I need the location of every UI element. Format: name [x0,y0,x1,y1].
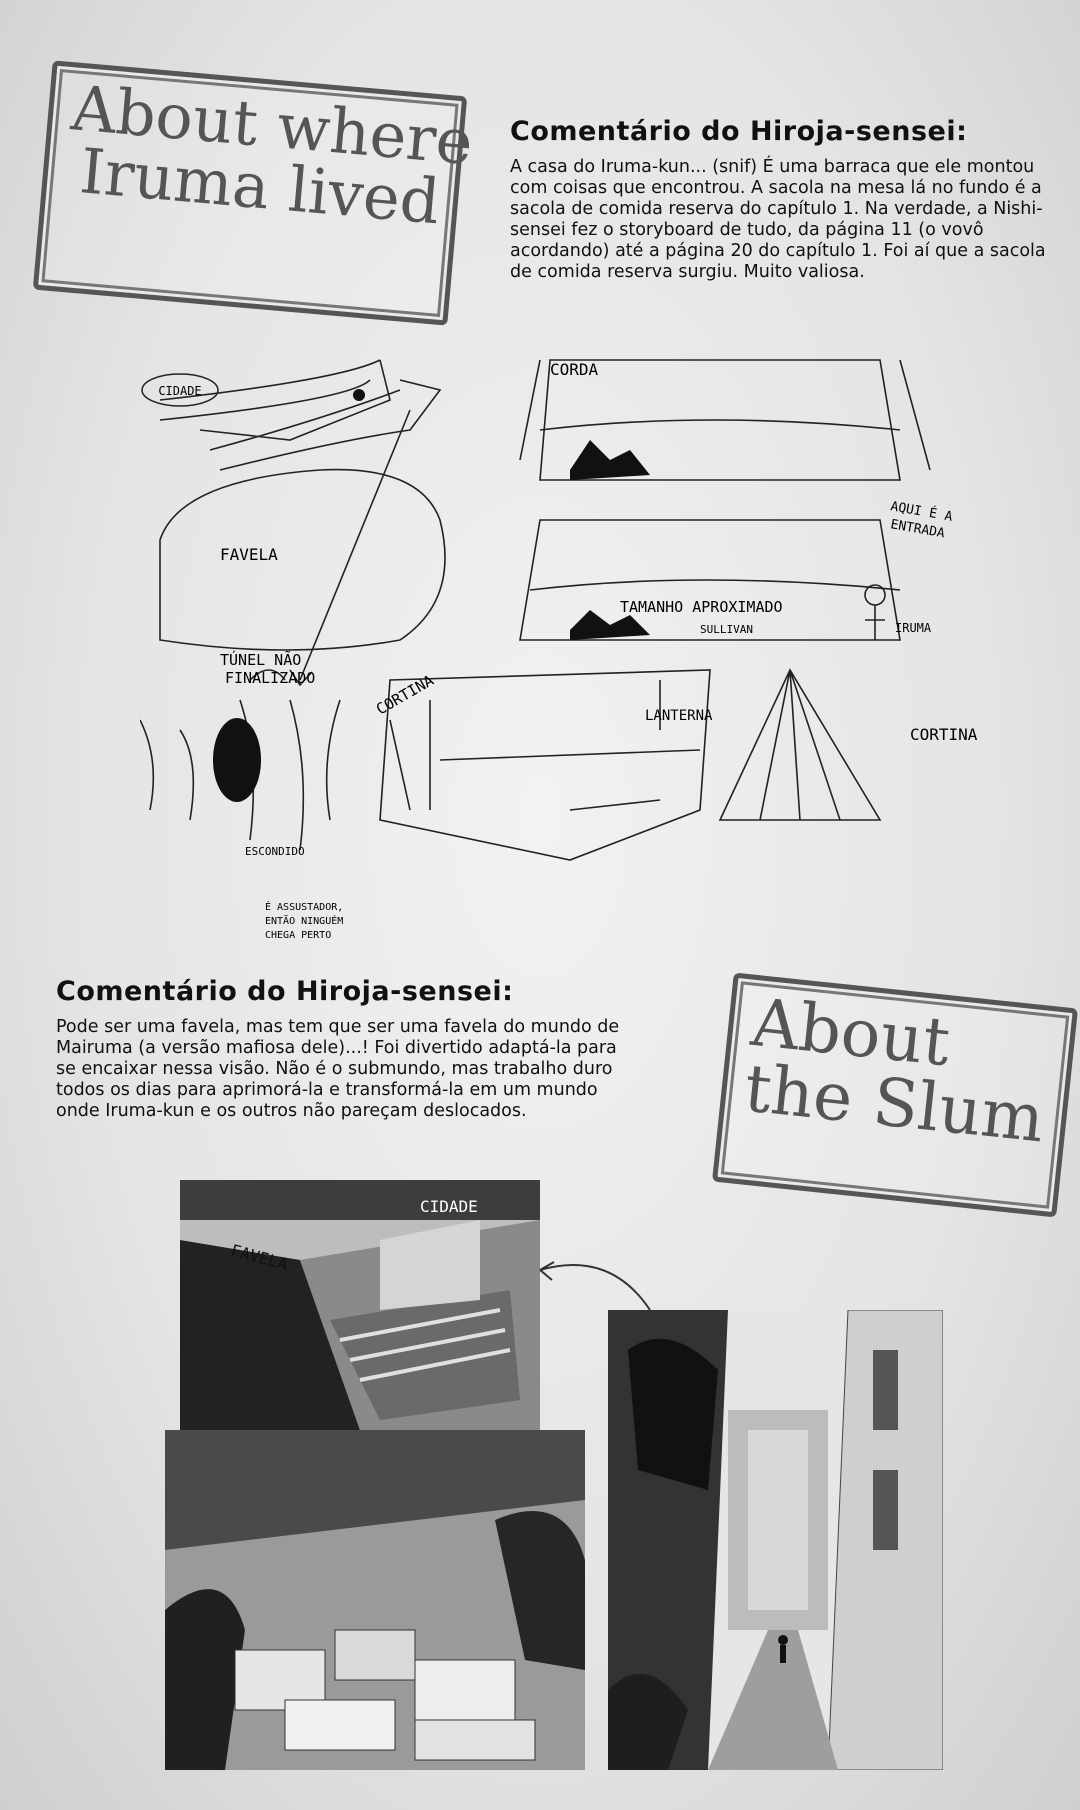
label-tunel: TÚNEL NÃO [220,650,301,669]
illustration-slum-alley [608,1310,943,1770]
sketch-drawing: CIDADE FAVELA TÚNEL NÃO FINALIZADO ESCON… [139,359,978,941]
curved-arrow-icon [539,1261,651,1311]
comment-text: A casa do Iruma-kun... (snif) É uma barr… [510,157,1046,282]
label-tamanho: TAMANHO APROXIMADO [620,598,783,616]
comment-title: Comentário do Hiroja-sensei: [510,116,968,147]
label-assustador-3: CHEGA PERTO [265,930,331,941]
label-iruma: IRUMA [895,621,932,635]
stamp-about-the-slum: About the Slum [711,972,1079,1218]
label-assustador-1: É ASSUSTADOR, [265,900,343,913]
illustration-favela-city: FAVELA CIDADE [180,1180,540,1430]
comment-title: Comentário do Hiroja-sensei: [56,976,514,1007]
label-lanterna: LANTERNA [645,708,713,724]
label-corda: CORDA [550,360,599,379]
comment-block-top: Comentário do Hiroja-sensei: A casa do I… [510,116,1070,283]
label-assustador-2: ENTÃO NINGUÉM [265,914,343,927]
stamp-about-where-iruma-lived: About where Iruma lived [32,60,476,326]
label-cidade: CIDADE [158,384,201,398]
label-cortina-left: CORTINA [373,671,437,718]
label-escondido: ESCONDIDO [245,845,305,858]
comment-block-bottom: Comentário do Hiroja-sensei: Pode ser um… [56,976,636,1122]
sketch-illustration: CIDADE FAVELA TÚNEL NÃO FINALIZADO ESCON… [139,340,1020,960]
illustration-favela-rooftops [165,1430,585,1770]
comment-text: Pode ser uma favela, mas tem que ser uma… [56,1017,620,1121]
label-sullivan: SULLIVAN [700,623,753,636]
label-cortina-right: CORTINA [910,725,978,744]
label-favela: FAVELA [220,545,278,564]
label-tunel-2: FINALIZADO [225,669,315,687]
label-cidade-photo: CIDADE [420,1197,478,1216]
